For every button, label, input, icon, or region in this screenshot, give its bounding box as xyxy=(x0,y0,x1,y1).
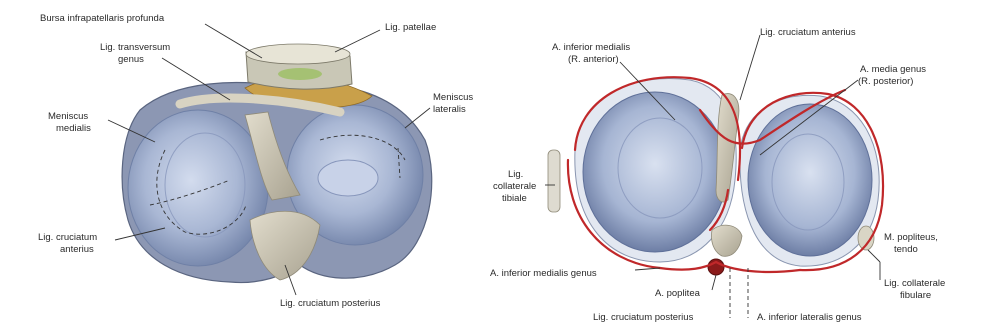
label-lig-transversum-1: Lig. transversum xyxy=(100,42,170,53)
cruciate-ligament-posterior-right xyxy=(711,225,742,256)
label-lig-coll-fib-2: fibulare xyxy=(900,290,931,301)
label-lig-cruc-ant-left-1: Lig. cruciatum xyxy=(38,232,97,243)
right-knee-figure xyxy=(548,77,883,275)
label-lig-cruc-post-right: Lig. cruciatum posterius xyxy=(593,312,694,323)
label-bursa: Bursa infrapatellaris profunda xyxy=(40,13,165,24)
label-meniscus-medialis-1: Meniscus xyxy=(48,111,88,122)
label-a-media-ant-1: A. inferior medialis xyxy=(552,42,630,53)
collateral-ligament-tibiale xyxy=(548,150,560,212)
label-a-inf-lat: A. inferior lateralis genus xyxy=(757,312,862,323)
label-m-popliteus-2: tendo xyxy=(894,244,918,255)
label-lig-coll-tib-3: tibiale xyxy=(502,193,527,204)
label-a-inf-med: A. inferior medialis genus xyxy=(490,268,597,279)
label-a-poplitea: A. poplitea xyxy=(655,288,701,299)
label-meniscus-medialis-2: medialis xyxy=(56,123,91,134)
label-lig-cruc-ant-right: Lig. cruciatum anterius xyxy=(760,27,856,38)
label-a-media-post-2: (R. posterior) xyxy=(858,76,913,87)
label-lig-coll-tib-1: Lig. xyxy=(508,169,523,180)
label-a-media-post-1: A. media genus xyxy=(860,64,926,75)
label-meniscus-lateralis-2: lateralis xyxy=(433,104,466,115)
label-lig-patellae: Lig. patellae xyxy=(385,22,436,33)
label-lig-coll-tib-2: collaterale xyxy=(493,181,536,192)
label-meniscus-lateralis-1: Meniscus xyxy=(433,92,473,103)
label-lig-cruc-post-left: Lig. cruciatum posterius xyxy=(280,298,381,309)
left-knee-figure xyxy=(122,44,432,283)
label-lig-cruc-ant-left-2: anterius xyxy=(60,244,94,255)
lateral-plateau-cartilage xyxy=(748,104,872,256)
label-a-media-ant-2: (R. anterior) xyxy=(568,54,619,65)
label-lig-transversum-2: genus xyxy=(118,54,144,65)
label-m-popliteus-1: M. popliteus, xyxy=(884,232,938,243)
label-lig-coll-fib-1: Lig. collaterale xyxy=(884,278,945,289)
